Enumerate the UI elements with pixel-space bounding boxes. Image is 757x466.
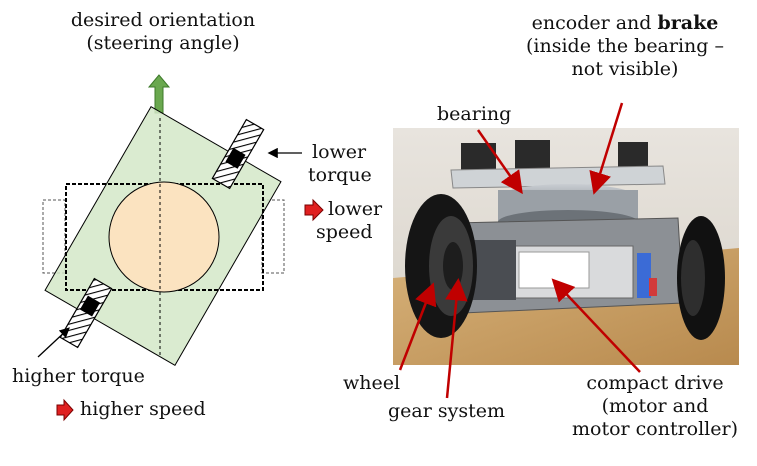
lower-torque-label: lower torque	[308, 141, 372, 187]
label-line: not visible)	[571, 58, 679, 80]
center-circle	[108, 181, 220, 293]
label-line: motor controller)	[571, 418, 739, 440]
bearing-label: bearing	[437, 103, 512, 125]
gear-system-label: gear system	[388, 400, 505, 422]
wheel-label: wheel	[343, 372, 401, 394]
lower-speed-label: lower speed	[316, 198, 383, 244]
label-line: (motor and	[601, 395, 709, 417]
higher-torque-label: higher torque	[12, 365, 145, 387]
encoder-brake-label: encoder and brake (inside the bearing – …	[510, 12, 740, 81]
bearing-arrow	[476, 129, 523, 195]
wheel-upper-right	[211, 118, 265, 190]
compact-drive-label: compact drive (motor and motor controlle…	[560, 372, 750, 441]
label-line: torque	[308, 164, 372, 186]
higher-torque-pointer	[37, 327, 70, 358]
robot-illustration	[393, 128, 739, 365]
ghost-wheel-left	[42, 199, 66, 274]
higher-speed-label: higher speed	[80, 398, 206, 420]
label-line: lower	[328, 198, 383, 220]
gear-arrow	[445, 278, 468, 399]
bullet-arrow-icon	[56, 398, 74, 422]
label-line: speed	[316, 221, 373, 243]
label-line: compact drive	[586, 372, 724, 394]
label-bold-text: brake	[657, 12, 719, 34]
encoder-arrow	[589, 102, 624, 195]
label-text: encoder and	[531, 12, 658, 34]
label-line: encoder and brake	[510, 12, 740, 35]
label-line: (inside the bearing –	[526, 35, 724, 57]
label-line: (steering angle)	[86, 32, 240, 54]
bullet-arrow-icon	[304, 198, 324, 222]
desired-orientation-label: desired orientation (steering angle)	[68, 9, 258, 55]
ghost-wheel-right	[261, 199, 285, 274]
label-line: desired orientation	[70, 9, 256, 31]
compact-drive-arrow	[551, 278, 641, 373]
wheel-lower-left	[59, 277, 113, 349]
label-line: lower	[312, 141, 367, 163]
wheel-arrow	[398, 282, 437, 371]
robot-photo	[393, 128, 739, 365]
